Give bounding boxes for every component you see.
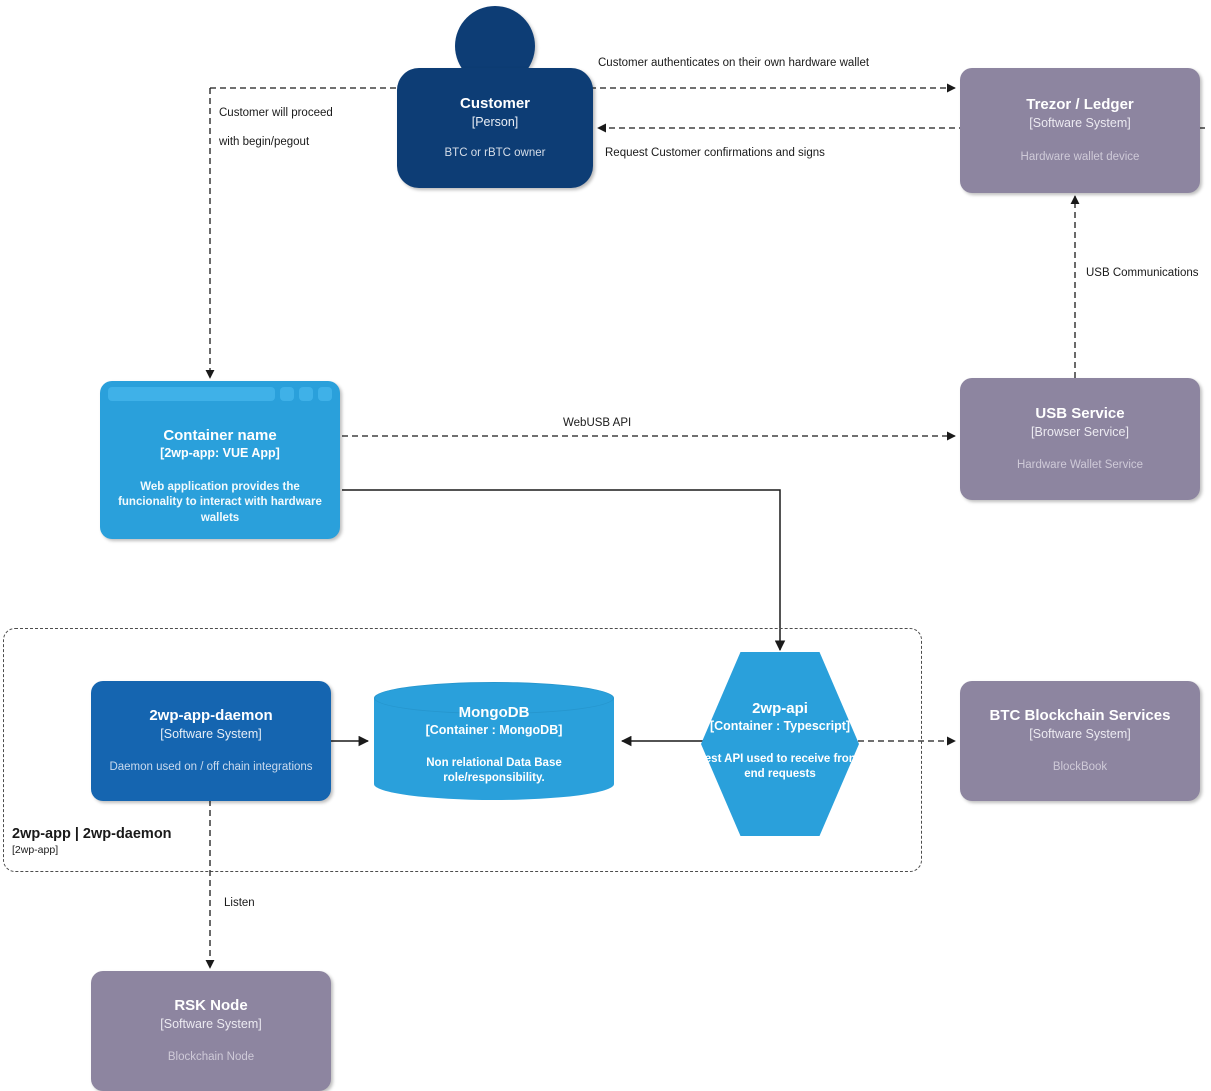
daemon-title: 2wp-app-daemon — [149, 706, 273, 724]
node-usb-service[interactable]: USB Service [Browser Service] Hardware W… — [960, 378, 1200, 500]
btc-services-desc: BlockBook — [1052, 761, 1108, 774]
daemon-desc: Daemon used on / off chain integrations — [109, 761, 313, 774]
customer-tech: [Person] — [471, 114, 519, 129]
edge-label-webusb-api: WebUSB API — [563, 417, 632, 429]
edge-label-usb-communications: USB Communications — [1086, 267, 1199, 279]
api-title: 2wp-api — [752, 700, 808, 717]
edge-label-customer-authenticates: Customer authenticates on their own hard… — [598, 57, 870, 69]
edge-label-customer-proceed-line1: Customer will proceed — [219, 107, 333, 119]
boundary-2wp-app — [3, 628, 922, 872]
trezor-ledger-title: Trezor / Ledger — [1026, 96, 1134, 114]
node-vue-app[interactable]: Container name [2wp-app: VUE App] Web ap… — [100, 381, 340, 539]
browser-titlebar — [108, 387, 332, 401]
api-text: 2wp-api [Container : Typescript] Rest AP… — [683, 700, 877, 783]
browser-button-3-icon — [318, 387, 332, 401]
customer-title: Customer — [459, 94, 530, 112]
btc-services-title: BTC Blockchain Services — [989, 706, 1171, 724]
rsk-node-desc: Blockchain Node — [167, 1051, 255, 1064]
rsk-node-tech: [Software System] — [160, 1016, 262, 1031]
mongodb-desc: Non relational Data Base role/responsibi… — [426, 756, 562, 784]
customer-desc: BTC or rBTC owner — [444, 147, 546, 160]
node-2wp-app-daemon[interactable]: 2wp-app-daemon [Software System] Daemon … — [91, 681, 331, 801]
api-tech: [Container : Typescript] — [709, 719, 851, 733]
boundary-name: 2wp-app | 2wp-daemon — [12, 826, 172, 842]
edge-label-customer-proceed-line2: with begin/pegout — [219, 136, 310, 148]
boundary-label: 2wp-app | 2wp-daemon [2wp-app] — [12, 826, 172, 856]
browser-button-2-icon — [299, 387, 313, 401]
vue-app-desc: Web application provides the funcionalit… — [118, 480, 322, 524]
trezor-ledger-tech: [Software System] — [1029, 116, 1131, 131]
trezor-ledger-desc: Hardware wallet device — [1020, 150, 1140, 163]
node-mongodb[interactable]: MongoDB [Container : MongoDB] Non relati… — [374, 682, 614, 800]
rsk-node-title: RSK Node — [174, 996, 248, 1014]
node-2wp-api[interactable]: 2wp-api [Container : Typescript] Rest AP… — [696, 652, 864, 836]
usb-service-title: USB Service — [1035, 404, 1125, 422]
node-btc-blockchain-services[interactable]: BTC Blockchain Services [Software System… — [960, 681, 1200, 801]
mongodb-text: MongoDB [Container : MongoDB] Non relati… — [374, 704, 614, 786]
cylinder-top-icon — [374, 682, 614, 714]
node-trezor-ledger[interactable]: Trezor / Ledger [Software System] Hardwa… — [960, 68, 1200, 193]
mongodb-tech: [Container : MongoDB] — [425, 723, 563, 737]
vue-app-tech: [2wp-app: VUE App] — [160, 446, 280, 460]
browser-content: Container name [2wp-app: VUE App] Web ap… — [108, 405, 332, 531]
daemon-tech: [Software System] — [160, 726, 262, 741]
usb-service-desc: Hardware Wallet Service — [1016, 459, 1144, 472]
api-desc: Rest API used to receive front-end reque… — [696, 752, 864, 781]
node-rsk-node[interactable]: RSK Node [Software System] Blockchain No… — [91, 971, 331, 1091]
vue-app-title: Container name — [163, 427, 277, 444]
mongodb-title: MongoDB — [458, 704, 530, 721]
browser-button-1-icon — [280, 387, 294, 401]
browser-address-bar-icon — [108, 387, 275, 401]
edge-label-request-confirmations: Request Customer confirmations and signs — [605, 147, 825, 159]
btc-services-tech: [Software System] — [1029, 726, 1131, 741]
node-customer[interactable]: Customer [Person] BTC or rBTC owner — [397, 68, 593, 188]
edge-vue-app-to-api — [342, 489, 786, 652]
usb-service-tech: [Browser Service] — [1031, 424, 1129, 439]
boundary-tech: [2wp-app] — [12, 844, 59, 856]
edge-label-listen: Listen — [224, 897, 255, 909]
